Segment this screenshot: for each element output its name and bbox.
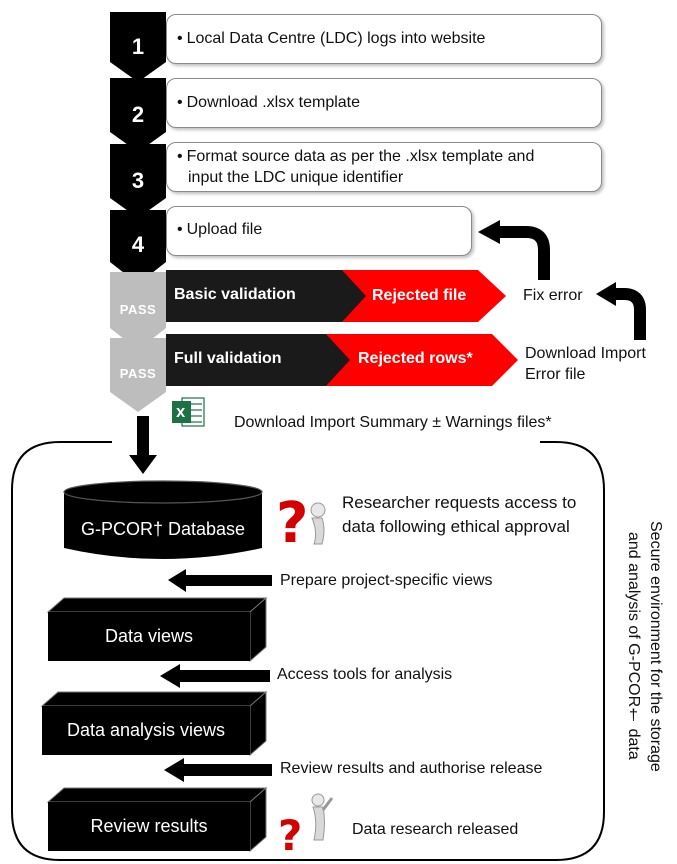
step-4-box: Upload file bbox=[166, 206, 472, 256]
down-arrow-head bbox=[129, 455, 157, 474]
import-summary-text: Download Import Summary ± Warnings files… bbox=[234, 414, 552, 431]
data-analysis-views-label: Data analysis views bbox=[66, 720, 226, 740]
arrow-label-3: Review results and authorise release bbox=[280, 760, 543, 777]
step-1-box: Local Data Centre (LDC) logs into websit… bbox=[166, 14, 602, 64]
step-3-text-line2: input the LDC unique identifier bbox=[188, 169, 404, 186]
basic-validation-label: Basic validation bbox=[174, 286, 296, 303]
side-caption-line1: Secure environment for the storage bbox=[647, 520, 664, 772]
svg-text:X: X bbox=[176, 406, 186, 420]
arrow-left-2 bbox=[160, 664, 270, 688]
question-mark-icon: ? bbox=[276, 491, 308, 556]
step-1-text: Local Data Centre (LDC) logs into websit… bbox=[177, 30, 485, 47]
data-views-box bbox=[48, 612, 250, 661]
secure-environment-caption: Secure environment for the storage and a… bbox=[622, 496, 666, 796]
step-1-number: 1 bbox=[131, 34, 145, 59]
pass-1-label: PASS bbox=[119, 302, 157, 317]
step-2-text: Download .xlsx template bbox=[177, 94, 360, 111]
arrow-left-1 bbox=[168, 569, 272, 592]
step-2-number: 2 bbox=[131, 102, 145, 127]
pass-2-chevron bbox=[110, 338, 166, 412]
step-3-box: Format source data as per the .xlsx temp… bbox=[166, 142, 602, 192]
step-1-chevron bbox=[110, 12, 166, 82]
data-analysis-views-box bbox=[42, 706, 250, 755]
request-line2: data following ethical approval bbox=[342, 517, 570, 536]
step-3-text-line1: Format source data as per the .xlsx temp… bbox=[177, 146, 593, 167]
side-caption-line2: and analysis of G-PCOR† data bbox=[625, 532, 642, 760]
basic-reject-arrow bbox=[342, 270, 506, 322]
data-views-box-top bbox=[46, 597, 268, 613]
pass-1-chevron bbox=[110, 272, 166, 350]
excel-icon-small: X bbox=[172, 397, 205, 427]
download-import-line1: Download Import bbox=[525, 345, 646, 362]
step-4-chevron bbox=[110, 210, 166, 284]
request-line1: Researcher requests access to bbox=[342, 493, 577, 512]
data-views-label: Data views bbox=[104, 626, 194, 646]
basic-validation-bar bbox=[166, 270, 366, 322]
step-2-box: Download .xlsx template bbox=[166, 78, 602, 128]
step-2-chevron bbox=[110, 78, 166, 152]
step-4-text: Upload file bbox=[177, 221, 262, 238]
full-validation-bar bbox=[166, 334, 366, 386]
fix-error-text: Fix error bbox=[523, 287, 583, 304]
full-reject-label: Rejected rows* bbox=[358, 350, 473, 367]
download-import-hook-arrow bbox=[614, 288, 646, 340]
fix-error-hook-arrow bbox=[498, 226, 550, 280]
basic-reject-label: Rejected file bbox=[372, 287, 467, 304]
arrow-left-3 bbox=[164, 758, 272, 782]
step-3-chevron bbox=[110, 144, 166, 218]
question-mark-icon-2: ? bbox=[278, 811, 302, 860]
down-arrow-shaft bbox=[137, 416, 149, 456]
review-results-label: Review results bbox=[90, 816, 208, 836]
secure-environment-border bbox=[11, 441, 605, 861]
arrow-label-2: Access tools for analysis bbox=[277, 666, 453, 683]
full-validation-label: Full validation bbox=[174, 350, 282, 367]
arrow-label-1: Prepare project-specific views bbox=[280, 572, 493, 589]
download-import-line2: Error file bbox=[525, 366, 586, 383]
download-import-error-text: Download Import Error file bbox=[525, 343, 646, 385]
review-results-box bbox=[48, 802, 250, 851]
database-label: G-PCOR† Database bbox=[80, 519, 246, 539]
full-reject-arrow bbox=[326, 334, 518, 386]
database-cylinder bbox=[64, 492, 262, 559]
researcher-request-text: Researcher requests access to data follo… bbox=[342, 491, 576, 539]
step-3-number: 3 bbox=[131, 168, 145, 193]
pass-2-label: PASS bbox=[119, 366, 157, 381]
data-research-released-text: Data research released bbox=[352, 821, 519, 838]
step-4-number: 4 bbox=[131, 232, 145, 257]
